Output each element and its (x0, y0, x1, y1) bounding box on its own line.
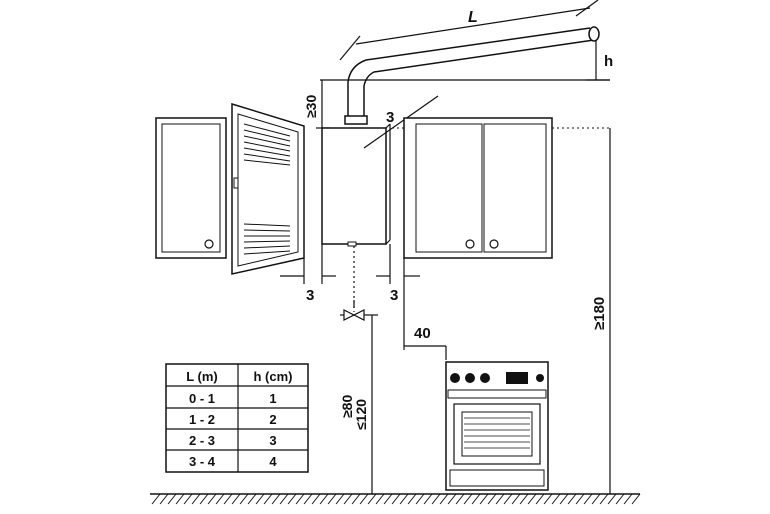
stove-gap-label: 40 (414, 325, 431, 342)
length-dimension (339, 0, 599, 61)
floor (150, 493, 641, 505)
slope-label: h (604, 53, 613, 70)
table-header-height: h (cm) (254, 369, 293, 384)
floor-hatch-line (151, 493, 161, 505)
floor-hatch-line (575, 493, 585, 505)
floor-hatch-line (391, 493, 401, 505)
floor-hatch-line (615, 493, 625, 505)
side-gap-left-label: 3 (306, 287, 314, 304)
floor-hatch-line (279, 493, 289, 505)
floor-hatch-line (183, 493, 193, 505)
floor-hatch-line (263, 493, 273, 505)
floor-hatch-line (375, 493, 385, 505)
floor-hatch-line (239, 493, 249, 505)
side-gap-diagonal-label: 3 (386, 109, 394, 126)
floor-hatch-line (343, 493, 353, 505)
floor-hatch-line (431, 493, 441, 505)
floor-hatch-line (423, 493, 433, 505)
floor-hatch-line (567, 493, 577, 505)
floor-hatch-line (439, 493, 449, 505)
floor-hatch-line (511, 493, 521, 505)
floor-hatch-line (495, 493, 505, 505)
floor-hatch-line (631, 493, 641, 505)
valve-height-min-label: ≥80 (339, 395, 355, 418)
flue-pipe (344, 26, 600, 125)
side-gap-dimensions (280, 244, 420, 350)
floor-hatch-line (623, 493, 633, 505)
floor-hatch-line (487, 493, 497, 505)
floor-hatch-line (247, 493, 257, 505)
side-gap-leader (363, 95, 439, 149)
table-cell: 2 - 3 (189, 433, 215, 448)
valve-height-max-label: ≤120 (353, 399, 369, 430)
floor-hatch-line (359, 493, 369, 505)
floor-hatch-line (327, 493, 337, 505)
floor-hatch-line (207, 493, 217, 505)
table-header-length: L (m) (186, 369, 218, 384)
side-gap-right-label: 3 (390, 287, 398, 304)
mount-height-label: ≥180 (591, 297, 608, 330)
floor-hatch-line (159, 493, 169, 505)
floor-hatch-line (335, 493, 345, 505)
floor-hatch-line (503, 493, 513, 505)
table-cell: 3 - 4 (189, 454, 216, 469)
floor-hatch-line (175, 493, 185, 505)
floor-hatch-line (599, 493, 609, 505)
floor-hatch-line (311, 493, 321, 505)
floor-hatch-line (415, 493, 425, 505)
floor-hatch-line (535, 493, 545, 505)
floor-hatch-line (399, 493, 409, 505)
floor-hatch-line (543, 493, 553, 505)
table-cell: 2 (269, 412, 276, 427)
table-cell: 1 - 2 (189, 412, 215, 427)
stove-gap-dimension (404, 345, 447, 360)
floor-hatch-line (191, 493, 201, 505)
slope-table: L (m) h (cm) 0 - 1 1 1 - 2 2 2 - 3 3 3 -… (165, 363, 309, 473)
floor-hatch-line (223, 493, 233, 505)
floor-hatch-line (295, 493, 305, 505)
floor-hatch-line (271, 493, 281, 505)
floor-hatch-line (559, 493, 569, 505)
floor-hatch-line (591, 493, 601, 505)
gas-water-heater (321, 123, 391, 247)
floor-hatch-line (607, 493, 617, 505)
floor-hatch-line (463, 493, 473, 505)
floor-hatch-line (167, 493, 177, 505)
table-cell: 0 - 1 (189, 391, 215, 406)
floor-hatch-line (455, 493, 465, 505)
table-cell: 1 (269, 391, 276, 406)
floor-hatch-line (199, 493, 209, 505)
floor-hatch-line (447, 493, 457, 505)
floor-hatch-line (407, 493, 417, 505)
floor-hatch-line (215, 493, 225, 505)
floor-hatch-line (255, 493, 265, 505)
floor-hatch-line (527, 493, 537, 505)
floor-hatch-line (471, 493, 481, 505)
floor-hatch-line (383, 493, 393, 505)
gas-valve-icon (340, 300, 378, 321)
open-cabinet-door (231, 102, 305, 275)
floor-hatch-line (551, 493, 561, 505)
length-label: L (468, 9, 478, 26)
gas-stove (445, 361, 549, 491)
table-cell: 3 (269, 433, 276, 448)
floor-hatch-line (519, 493, 529, 505)
table-cell: 4 (269, 454, 277, 469)
top-clearance-label: ≥30 (303, 95, 319, 118)
floor-hatch-line (287, 493, 297, 505)
floor-hatch-line (231, 493, 241, 505)
floor-hatch-line (479, 493, 489, 505)
left-wall-cabinet (155, 117, 227, 259)
floor-hatch-line (351, 493, 361, 505)
right-wall-cabinet (403, 117, 553, 259)
floor-hatch-line (367, 493, 377, 505)
floor-hatch-line (303, 493, 313, 505)
floor-hatch-line (319, 493, 329, 505)
floor-hatch-line (583, 493, 593, 505)
